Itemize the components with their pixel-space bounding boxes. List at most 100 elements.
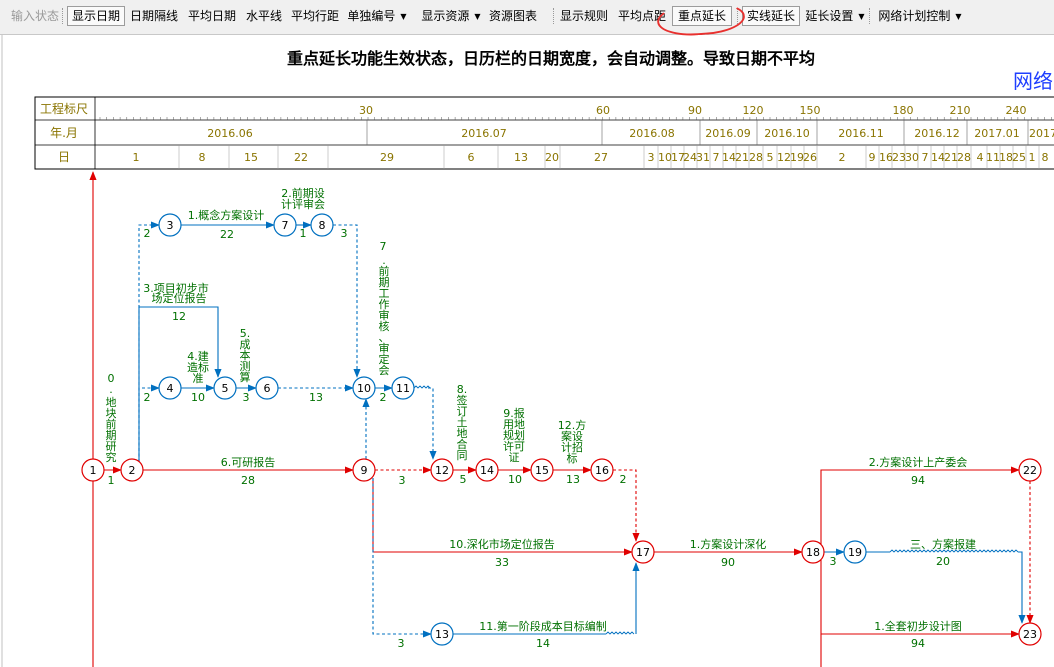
toolbar-separator: [62, 8, 64, 24]
task-label-line: 4.建: [187, 349, 209, 363]
task-label-line: 5.: [240, 327, 251, 340]
node-number: 10: [357, 382, 371, 395]
toolbar-button-3[interactable]: 平均日期: [184, 6, 240, 26]
node-3: 3: [158, 213, 182, 237]
toolbar-button-4[interactable]: 水平线: [242, 6, 286, 26]
task-label-line: 计评审会: [281, 197, 325, 211]
task-label: 6.可研报告: [221, 455, 276, 469]
task-label-char: 地: [457, 427, 468, 440]
toolbar-button-5[interactable]: 平均行距: [287, 6, 343, 26]
node-15: 15: [530, 458, 554, 482]
ruler-number: 30: [359, 104, 373, 117]
toolbar-button-10[interactable]: 平均点距: [614, 6, 670, 26]
node-number: 9: [361, 464, 368, 477]
node-circle: [843, 540, 867, 564]
month-label: 2017: [1029, 127, 1054, 140]
node-circle: [273, 213, 297, 237]
day-label: 21: [944, 151, 958, 164]
day-label: 20: [545, 151, 559, 164]
toolbar-button-14[interactable]: 网络计划控制 ▼: [874, 6, 966, 26]
task-label-line: 3.项目初步市: [143, 281, 209, 295]
node-number: 22: [1023, 464, 1037, 477]
task-label: 10: [508, 473, 522, 486]
toolbar-button-2[interactable]: 日期隔线: [126, 6, 182, 26]
node-number: 15: [535, 464, 549, 477]
month-label: 2016.10: [764, 127, 810, 140]
task-label: 10: [191, 391, 205, 404]
node-5: 5: [213, 376, 237, 400]
toolbar: 输入状态显示日期日期隔线平均日期水平线平均行距单独编号▼显示资源▼资源图表显示规…: [0, 0, 1054, 35]
node-number: 19: [848, 546, 862, 559]
float-label: 0: [108, 372, 115, 385]
toolbar-button-label: 平均点距: [617, 9, 666, 23]
toolbar-button-1[interactable]: 显示日期: [67, 6, 125, 26]
dropdown-arrow-icon[interactable]: ▼: [858, 12, 865, 21]
toolbar-button-label: 网络计划控制: [878, 9, 951, 23]
node-11: 11: [391, 376, 415, 400]
dropdown-arrow-icon[interactable]: ▼: [400, 12, 407, 21]
day-label: 17: [671, 151, 685, 164]
month-label: 2016.07: [461, 127, 507, 140]
ruler-number: 180: [893, 104, 914, 117]
toolbar-button-9[interactable]: 显示规则: [556, 6, 612, 26]
node-number: 5: [222, 382, 229, 395]
toolbar-button-label: 实线延长: [746, 9, 795, 23]
toolbar-button-0: 输入状态: [8, 6, 62, 26]
node-4: 4: [158, 376, 182, 400]
task-label: 14: [536, 637, 550, 650]
task-label: 1.全套初步设计图: [874, 619, 962, 633]
node-circle: [1018, 458, 1042, 482]
node-number: 11: [396, 382, 410, 395]
day-label: 15: [244, 151, 258, 164]
task-label-char: 作: [379, 298, 390, 311]
dropdown-arrow-icon[interactable]: ▼: [474, 12, 481, 21]
day-label: 21: [735, 151, 749, 164]
node-18: 18: [801, 540, 825, 564]
toolbar-button-6[interactable]: 单独编号▼: [345, 6, 409, 26]
node-circle: [310, 213, 334, 237]
toolbar-button-label: 日期隔线: [129, 9, 178, 23]
task-label-line: 8.: [457, 383, 468, 396]
ruler-number: 240: [1006, 104, 1027, 117]
dropdown-arrow-icon[interactable]: ▼: [955, 12, 962, 21]
node-circle: [631, 540, 655, 564]
node-circle: [213, 376, 237, 400]
toolbar-button-7[interactable]: 显示资源▼: [414, 6, 488, 26]
free-float-wave: [605, 631, 635, 635]
node-number: 18: [806, 546, 820, 559]
task-label-line: 规划: [503, 428, 525, 442]
node-23: 23: [1018, 622, 1042, 646]
month-label: 2016.09: [705, 127, 751, 140]
task-label: 94: [911, 637, 925, 650]
node-10: 10: [352, 376, 376, 400]
day-label: 29: [380, 151, 394, 164]
day-label: 27: [594, 151, 608, 164]
toolbar-button-label: 平均日期: [187, 9, 236, 23]
task-label-char: 前: [379, 264, 390, 278]
day-label: 30: [905, 151, 919, 164]
day-label: 16: [879, 151, 893, 164]
toolbar-button-12[interactable]: 实线延长: [742, 6, 800, 26]
toolbar-button-8[interactable]: 资源图表: [485, 6, 541, 26]
toolbar-button-13[interactable]: 延长设置 ▼: [800, 6, 870, 26]
task-label-line: 许可: [503, 440, 525, 453]
toolbar-button-label: 延长设置: [805, 9, 854, 23]
free-float-wave: [413, 385, 431, 389]
node-6: 6: [255, 376, 279, 400]
task-label: 13: [566, 473, 580, 486]
task-label-char: 定: [379, 352, 390, 366]
task-label-char: 本: [240, 348, 251, 362]
activity-line: [428, 387, 437, 460]
node-number: 4: [167, 382, 174, 395]
task-label: 1.概念方案设计: [188, 208, 265, 222]
task-label-char: 前: [106, 417, 117, 431]
toolbar-button-11[interactable]: 重点延长: [672, 6, 732, 26]
task-label-char: 同: [457, 449, 468, 462]
day-label: 2: [839, 151, 846, 164]
task-label-line: 标: [567, 451, 578, 465]
node-circle: [590, 458, 614, 482]
free-float-wave: [889, 549, 1019, 553]
activity-line: [820, 466, 1020, 544]
task-label-char: 块: [106, 407, 117, 420]
